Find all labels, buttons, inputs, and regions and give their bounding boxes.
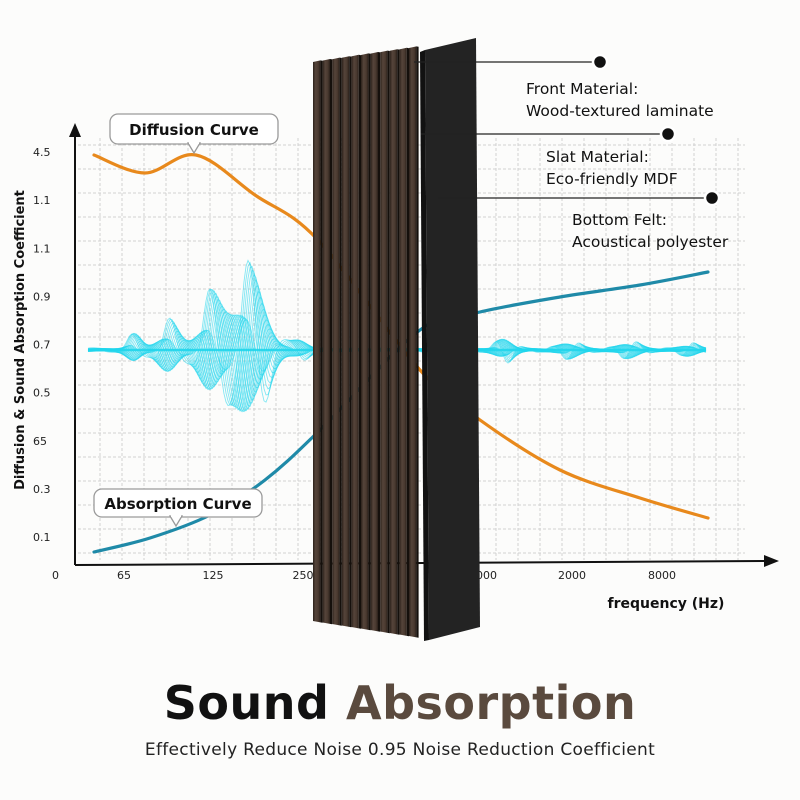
x-tick-label: 125 xyxy=(203,569,224,582)
diffusion-curve-label: Diffusion Curve xyxy=(129,121,259,139)
slat-gap xyxy=(378,52,381,632)
slat-material-desc: Eco-friendly MDF xyxy=(546,170,678,188)
x-tick-label: 2000 xyxy=(558,569,586,582)
x-axis-label: frequency (Hz) xyxy=(608,596,725,612)
diffusion-curve-callout: Diffusion Curve xyxy=(109,113,279,155)
bottom-felt-title: Bottom Felt: xyxy=(572,211,667,229)
y-tick-label: 0.7 xyxy=(33,339,51,352)
wood-slat xyxy=(322,59,330,624)
x-tick-label: 250 xyxy=(293,569,314,582)
headline-word-2: Absorption xyxy=(345,676,637,730)
y-tick-label: 0.5 xyxy=(33,387,51,400)
material-callouts: Front Material: Wood-textured laminate S… xyxy=(414,53,729,251)
felt-edge xyxy=(420,50,429,641)
y-axis-arrow-icon xyxy=(69,123,81,137)
headline-word-1: Sound xyxy=(163,676,330,730)
axes xyxy=(69,123,779,567)
y-axis-label: Diffusion & Sound Absorption Coefficient xyxy=(13,190,28,490)
callout-pointer-icon xyxy=(168,515,184,528)
bottom-felt-desc: Acoustical polyester xyxy=(572,233,729,251)
wood-slat xyxy=(399,47,407,636)
x-tick-label: 65 xyxy=(117,569,131,582)
wood-slat xyxy=(370,52,378,632)
y-tick-label: 4.5 xyxy=(33,146,51,159)
y-axis-ticks: 0.1 0.3 65 0.5 0.7 0.9 1.1 1.1 4.5 xyxy=(33,146,51,544)
slat-gap xyxy=(397,49,400,635)
slat-gap xyxy=(358,54,361,629)
x-tick-label: 8000 xyxy=(648,569,676,582)
slat-gap xyxy=(406,47,409,637)
leader-dot-icon xyxy=(591,53,609,71)
wood-slat xyxy=(380,50,388,633)
slat-gap xyxy=(320,60,323,623)
headline: Sound Absorption xyxy=(0,676,800,730)
leader-dot-icon xyxy=(659,125,677,143)
slat-gap xyxy=(339,57,342,626)
wood-slat xyxy=(341,56,350,627)
slat-gap xyxy=(349,56,352,628)
x-axis-line xyxy=(74,560,766,566)
felt-backing xyxy=(425,38,480,640)
y-tick-label: 0.1 xyxy=(33,531,51,544)
leader-dot-icon xyxy=(703,189,721,207)
wood-slat xyxy=(313,60,321,623)
y-tick-label: 0.9 xyxy=(33,290,51,303)
slat-material-title: Slat Material: xyxy=(546,148,649,166)
subheadline: Effectively Reduce Noise 0.95 Noise Redu… xyxy=(144,740,656,760)
slat-gap xyxy=(416,46,419,638)
y-tick-label: 65 xyxy=(33,435,47,448)
wood-slat xyxy=(409,46,417,638)
slat-gap xyxy=(368,53,371,631)
y-tick-label: 0.3 xyxy=(33,483,51,496)
origin-label: 0 xyxy=(52,569,59,582)
wood-slat xyxy=(361,53,369,630)
acoustic-panel-graphic xyxy=(313,38,480,641)
absorption-curve-label: Absorption Curve xyxy=(104,495,251,513)
wood-slat xyxy=(351,54,359,629)
front-material-title: Front Material: xyxy=(526,80,638,98)
x-axis-arrow-icon xyxy=(764,555,779,567)
callout-pointer-icon xyxy=(186,142,202,155)
wood-slat xyxy=(389,49,398,635)
wood-slat xyxy=(332,57,340,626)
slat-gap xyxy=(387,50,390,634)
y-tick-label: 1.1 xyxy=(33,194,51,207)
front-material-desc: Wood-textured laminate xyxy=(526,102,714,120)
absorption-curve-callout: Absorption Curve xyxy=(93,488,263,528)
slat-gap xyxy=(330,59,333,625)
y-tick-label: 1.1 xyxy=(33,242,51,255)
